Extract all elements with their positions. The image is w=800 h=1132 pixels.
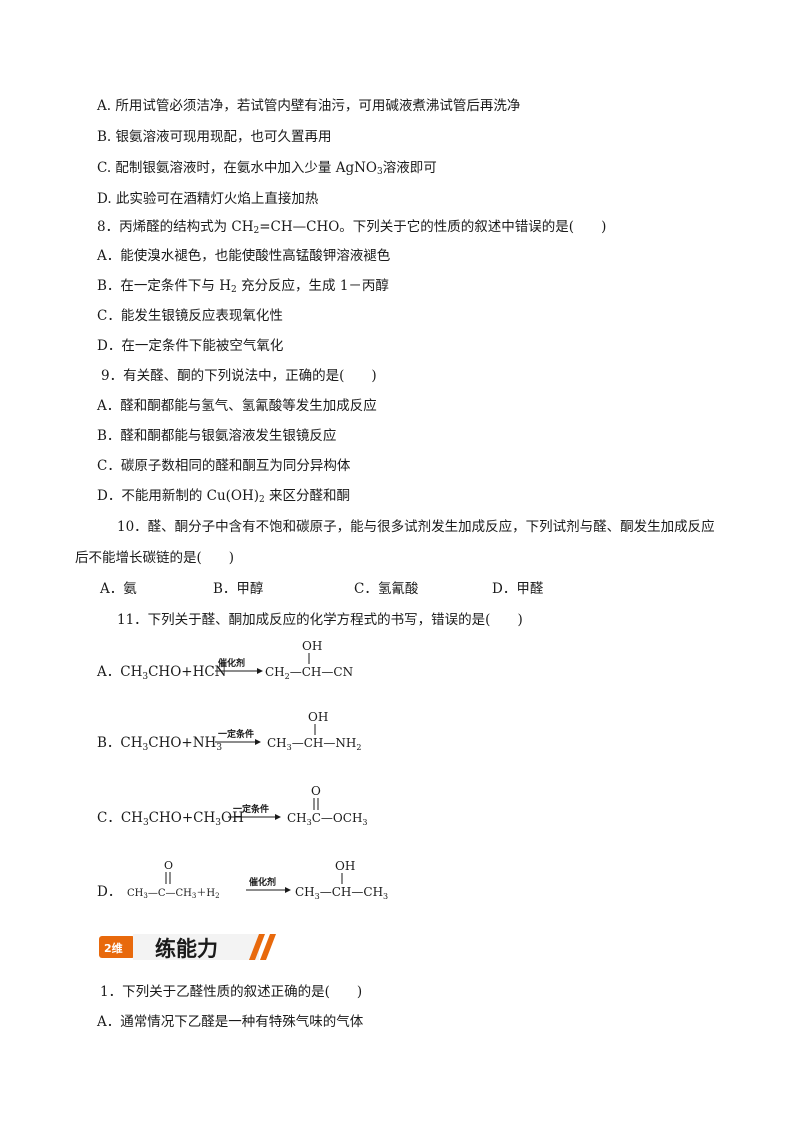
eq-a-reactants: A．CH3CHO+HCN <box>96 664 227 682</box>
eq-a-product: CH2—CH—CN <box>265 665 353 681</box>
q8-option-a: A．能使溴水褪色，也能使酸性高锰酸钾溶液褪色 <box>97 248 391 264</box>
q11-equation-d: D． O CH3—C—CH3＋H2 催化剂 OH CH3—CH—CH3 <box>97 856 417 920</box>
q11-equation-b: B．CH3CHO+NH3 一定条件 OH CH3—CH—NH2 <box>97 707 417 771</box>
banner-stripe-2 <box>260 934 276 960</box>
p2-q1-stem: 1．下列关于乙醛性质的叙述正确的是( ) <box>100 984 363 1000</box>
banner-bg <box>133 934 259 960</box>
q10-option-c: C．氢氰酸 <box>354 581 419 597</box>
eq-d-oh: OH <box>335 859 355 873</box>
p2-q1-option-a: A．通常情况下乙醛是一种有特殊气味的气体 <box>97 1014 364 1030</box>
q9-option-d: D．不能用新制的 Cu(OH)2 来区分醛和酮 <box>97 488 351 505</box>
eq-d-label: D． <box>97 884 121 900</box>
eq-a-arrow-label: 催化剂 <box>218 657 245 669</box>
eq-c-product: CH3C—OCH3 <box>287 811 368 827</box>
eq-b-reactants: B．CH3CHO+NH3 <box>97 735 222 753</box>
q11-equation-a: A．CH3CHO+HCN 催化剂 OH CH2—CH—CN <box>96 636 417 700</box>
banner-badge <box>99 936 135 958</box>
eq-b-oh: OH <box>308 710 328 724</box>
eq-b-arrow-label: 一定条件 <box>218 728 254 740</box>
eq-c-arrowhead <box>275 814 281 820</box>
eq-d-o: O <box>164 859 173 872</box>
banner-badge-text: 2维 <box>104 941 123 955</box>
q9-stem: 9．有关醛、酮的下列说法中，正确的是( ) <box>101 368 377 384</box>
q10-option-d: D．甲醛 <box>492 581 544 597</box>
q9-option-c: C．碳原子数相同的醛和酮互为同分异构体 <box>97 458 351 474</box>
q10-option-a: A．氨 <box>100 581 137 597</box>
q8-stem: 8．丙烯醛的结构式为 CH2=CH—CHO。下列关于它的性质的叙述中错误的是( … <box>97 219 607 236</box>
q11-stem: 11．下列关于醛、酮加成反应的化学方程式的书写，错误的是( ) <box>117 612 523 628</box>
section-banner: 2维 练能力 <box>99 930 279 964</box>
q7-option-a: A. 所用试管必须洁净，若试管内壁有油污，可用碱液煮沸试管后再洗净 <box>97 98 521 114</box>
q10-stem-line2: 后不能增长碳链的是( ) <box>75 550 235 566</box>
eq-a-oh: OH <box>302 639 322 653</box>
q9-option-a: A．醛和酮都能与氢气、氢氰酸等发生加成反应 <box>97 398 377 414</box>
eq-d-product: CH3—CH—CH3 <box>295 885 388 901</box>
q7-option-c: C. 配制银氨溶液时，在氨水中加入少量 AgNO3溶液即可 <box>97 160 437 177</box>
eq-b-product: CH3—CH—NH2 <box>267 736 361 752</box>
eq-b-arrowhead <box>255 739 261 745</box>
eq-c-arrow-label: 一定条件 <box>233 803 269 815</box>
q7-option-d: D. 此实验可在酒精灯火焰上直接加热 <box>97 191 319 207</box>
eq-d-reactants: CH3—C—CH3＋H2 <box>127 888 220 900</box>
q10-stem-line1: 10．醛、酮分子中含有不饱和碳原子，能与很多试剂发生加成反应，下列试剂与醛、酮发… <box>117 519 715 535</box>
q8-option-d: D．在一定条件下能被空气氧化 <box>97 338 284 354</box>
eq-c-reactants: C．CH3CHO+CH3OH <box>97 810 244 828</box>
q11-equation-c: C．CH3CHO+CH3OH 一定条件 O CH3C—OCH3 <box>97 782 417 846</box>
q10-option-b: B．甲醇 <box>213 581 264 597</box>
banner-title: 练能力 <box>155 937 218 961</box>
eq-c-o: O <box>311 784 321 798</box>
banner-stripe-1 <box>249 934 265 960</box>
eq-d-arrowhead <box>285 887 291 893</box>
q9-option-b: B．醛和酮都能与银氨溶液发生银镜反应 <box>97 428 337 444</box>
q8-option-b: B．在一定条件下与 H2 充分反应，生成 1－丙醇 <box>97 278 389 295</box>
q8-option-c: C．能发生银镜反应表现氧化性 <box>97 308 283 324</box>
eq-d-arrow-label: 催化剂 <box>249 876 276 888</box>
eq-a-arrowhead <box>257 668 263 674</box>
q7-option-b: B. 银氨溶液可现用现配，也可久置再用 <box>97 129 332 145</box>
